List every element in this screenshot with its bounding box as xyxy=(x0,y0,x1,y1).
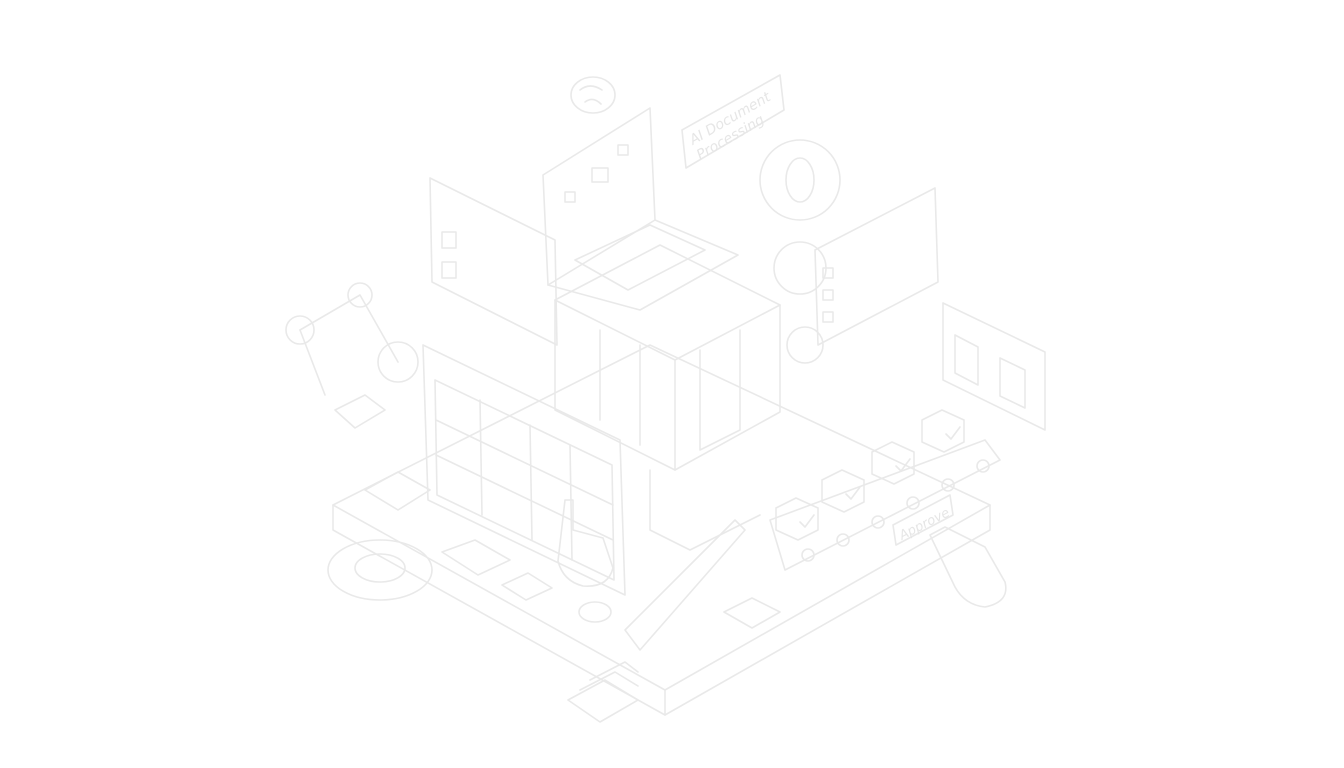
approve-button-label: Approve xyxy=(896,506,952,545)
robot-arm xyxy=(285,282,419,429)
pointing-hand-icon xyxy=(557,499,1007,608)
approved-box-icon xyxy=(775,409,965,541)
front-stairs xyxy=(567,661,639,723)
central-tower xyxy=(554,244,781,551)
form-panel xyxy=(429,177,558,346)
base-platform xyxy=(332,344,991,716)
control-panel-buttons xyxy=(364,471,781,651)
checklist-panel xyxy=(814,187,939,346)
laptop-icon xyxy=(542,107,739,311)
spreadsheet-panel xyxy=(422,344,626,596)
conveyor-belt xyxy=(769,439,1001,571)
gear-icon xyxy=(759,139,841,364)
brain-icon xyxy=(570,76,616,114)
document-panel xyxy=(942,302,1046,431)
approve-button: Approve xyxy=(892,494,954,546)
gear-icon xyxy=(327,539,433,601)
